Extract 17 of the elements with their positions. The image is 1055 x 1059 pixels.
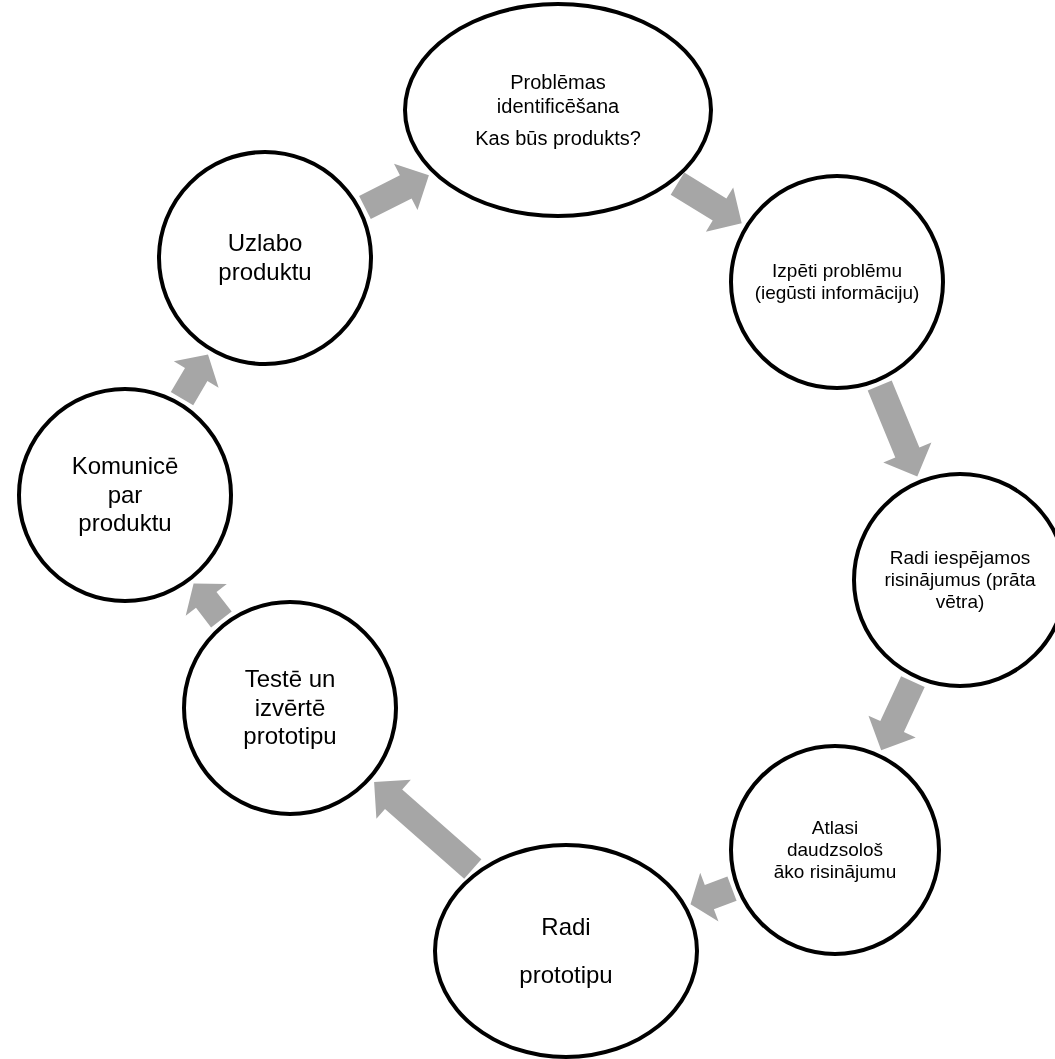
block-arrow <box>185 583 232 628</box>
step-text: Izpēti problēmu (iegūsti informāciju) <box>753 260 921 304</box>
step-text: Problēmas identificēšana <box>495 70 621 118</box>
step-text: Testē un izvērtē prototipu <box>242 664 338 752</box>
block-arrow <box>867 380 932 477</box>
step-text: Radi iespējamos risinājumus (prāta vētra) <box>883 547 1037 613</box>
step-text: Radi prototipu <box>518 912 614 990</box>
block-arrow <box>359 163 429 220</box>
step-text: Kas būs produkts? <box>475 126 641 150</box>
step-text: Atlasi daudzsološ āko risinājumu <box>772 817 898 883</box>
block-arrow <box>170 354 219 406</box>
step-text: Uzlabo produktu <box>217 229 313 287</box>
block-arrow <box>868 676 925 751</box>
block-arrow <box>374 779 482 879</box>
block-arrow <box>690 872 737 922</box>
block-arrow <box>670 172 742 232</box>
step-text: Komunicē par produktu <box>70 451 180 539</box>
